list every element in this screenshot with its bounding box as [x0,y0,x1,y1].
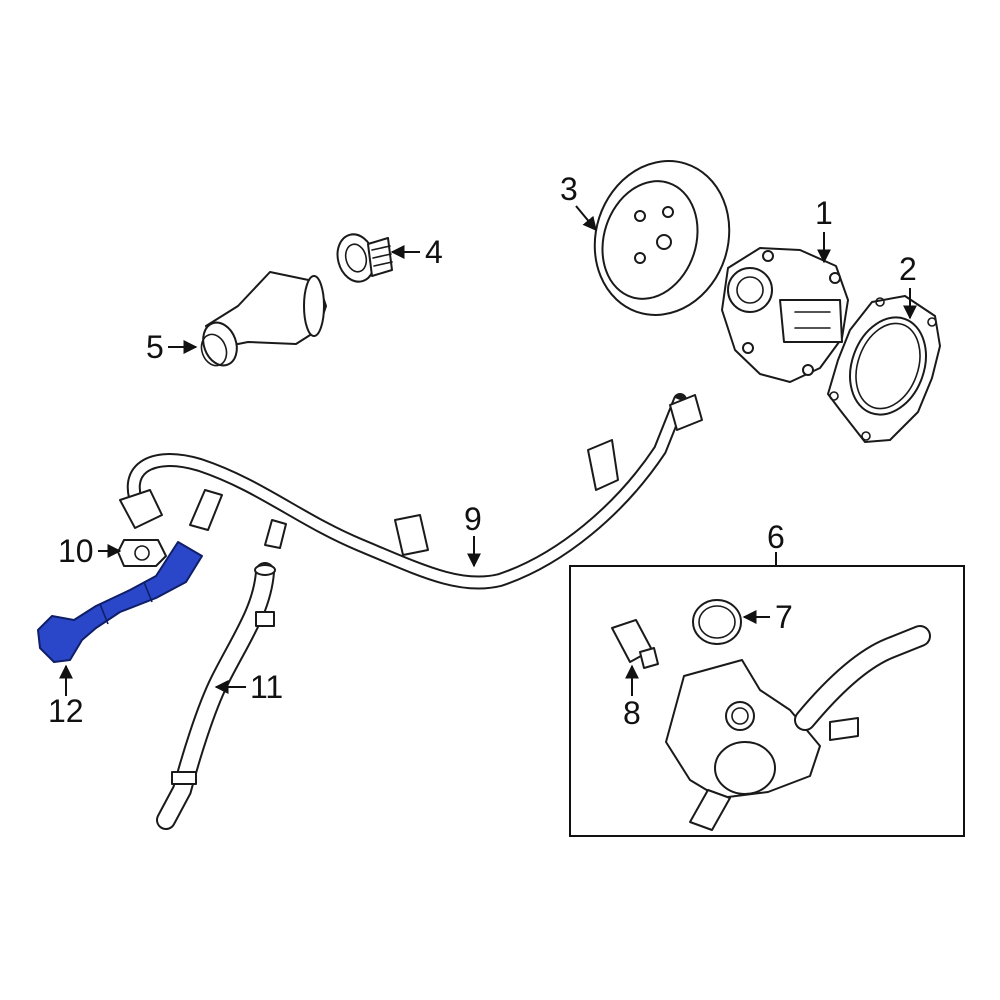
callout-4: 4 [425,234,443,270]
callout-6: 6 [767,519,785,555]
water-pump[interactable] [721,247,849,383]
coolant-hose-highlighted[interactable] [37,541,203,663]
leader-lines [59,205,917,696]
callout-1: 1 [815,195,833,231]
callout-7: 7 [775,599,793,635]
temperature-sensor[interactable] [611,619,659,669]
callout-2: 2 [899,251,917,287]
o-ring[interactable] [692,599,742,645]
callout-11: 11 [250,669,283,705]
thermostat-housing[interactable] [665,625,931,831]
callout-5: 5 [146,329,164,365]
inset-box [569,565,965,837]
thermostat[interactable] [332,230,393,286]
callout-10: 10 [58,533,94,569]
callout-labels: 1 2 3 4 5 6 7 8 9 10 11 12 [48,171,917,731]
coolant-pipe[interactable] [119,393,703,590]
callout-12: 12 [48,693,84,729]
callout-3: 3 [560,171,578,207]
callout-9: 9 [464,501,482,537]
water-outlet-housing[interactable] [197,271,327,370]
callout-8: 8 [623,695,641,731]
water-pump-pulley[interactable] [575,143,749,332]
pipe-gasket[interactable] [117,539,167,567]
